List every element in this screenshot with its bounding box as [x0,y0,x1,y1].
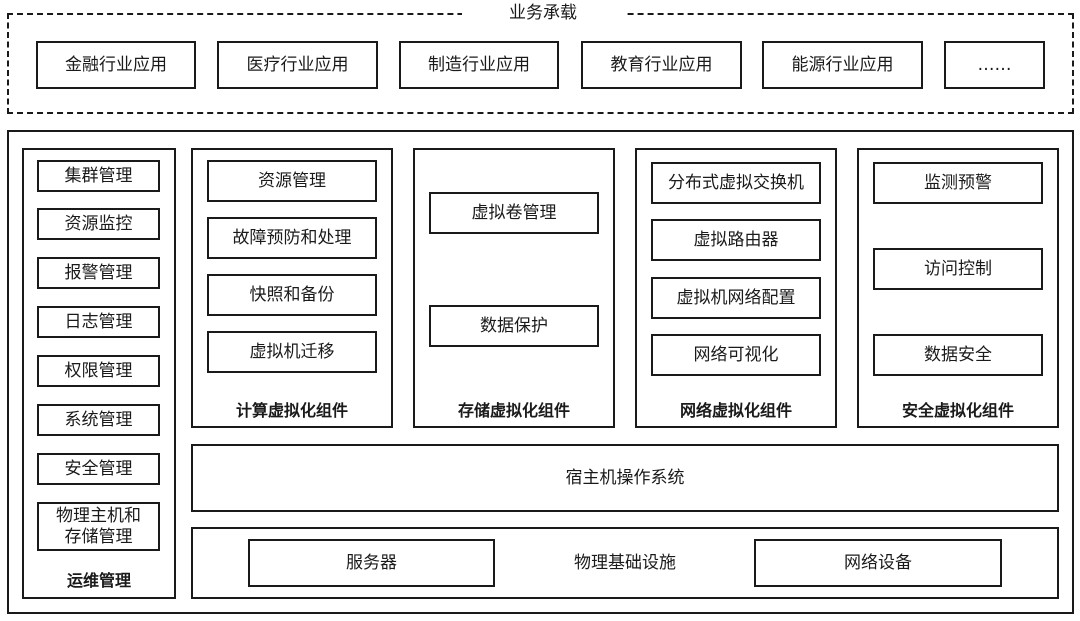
storage-panel [413,148,615,428]
business-layer-title: 业务承载 [462,3,624,23]
ops-item-alarm: 报警管理 [37,257,160,289]
ops-item-system: 系统管理 [37,404,160,436]
ops-item-physical-host-storage: 物理主机和存储管理 [37,502,160,551]
app-finance: 金融行业应用 [36,41,196,89]
network-item-vswitch: 分布式虚拟交换机 [651,162,821,204]
compute-item-fault: 故障预防和处理 [207,217,377,259]
infrastructure-network-device: 网络设备 [754,539,1002,587]
network-item-vrouter: 虚拟路由器 [651,219,821,261]
app-education: 教育行业应用 [581,41,742,89]
compute-item-snapshot: 快照和备份 [207,274,377,316]
security-item-access-control: 访问控制 [873,248,1043,290]
platform-frame [7,130,1074,614]
compute-panel-title: 计算虚拟化组件 [235,401,348,420]
network-item-vm-network-config: 虚拟机网络配置 [651,277,821,319]
app-medical: 医疗行业应用 [217,41,378,89]
network-item-visualization: 网络可视化 [651,334,821,376]
app-manufacturing: 制造行业应用 [399,41,559,89]
security-item-data-security: 数据安全 [873,334,1043,376]
infrastructure-panel [191,527,1059,599]
compute-panel [191,148,393,428]
infrastructure-title: 物理基础设施 [574,553,676,573]
security-panel [857,148,1059,428]
storage-item-volume: 虚拟卷管理 [429,192,599,234]
network-panel-title: 网络虚拟化组件 [679,401,792,420]
app-energy: 能源行业应用 [762,41,923,89]
app-more: …… [944,41,1045,89]
network-panel [635,148,837,428]
infrastructure-server: 服务器 [248,539,495,587]
compute-item-resource: 资源管理 [207,160,377,202]
ops-item-permission: 权限管理 [37,355,160,387]
compute-item-migration: 虚拟机迁移 [207,331,377,373]
storage-panel-title: 存储虚拟化组件 [457,401,570,420]
ops-item-cluster: 集群管理 [37,160,160,192]
ops-panel-title: 运维管理 [66,571,131,590]
ops-item-security: 安全管理 [37,453,160,485]
host-os: 宿主机操作系统 [191,444,1059,512]
ops-item-log: 日志管理 [37,306,160,338]
storage-item-data-protection: 数据保护 [429,305,599,347]
ops-item-resource-monitor: 资源监控 [37,208,160,240]
security-item-monitoring: 监测预警 [873,162,1043,204]
ops-panel [22,148,176,599]
security-panel-title: 安全虚拟化组件 [901,401,1014,420]
